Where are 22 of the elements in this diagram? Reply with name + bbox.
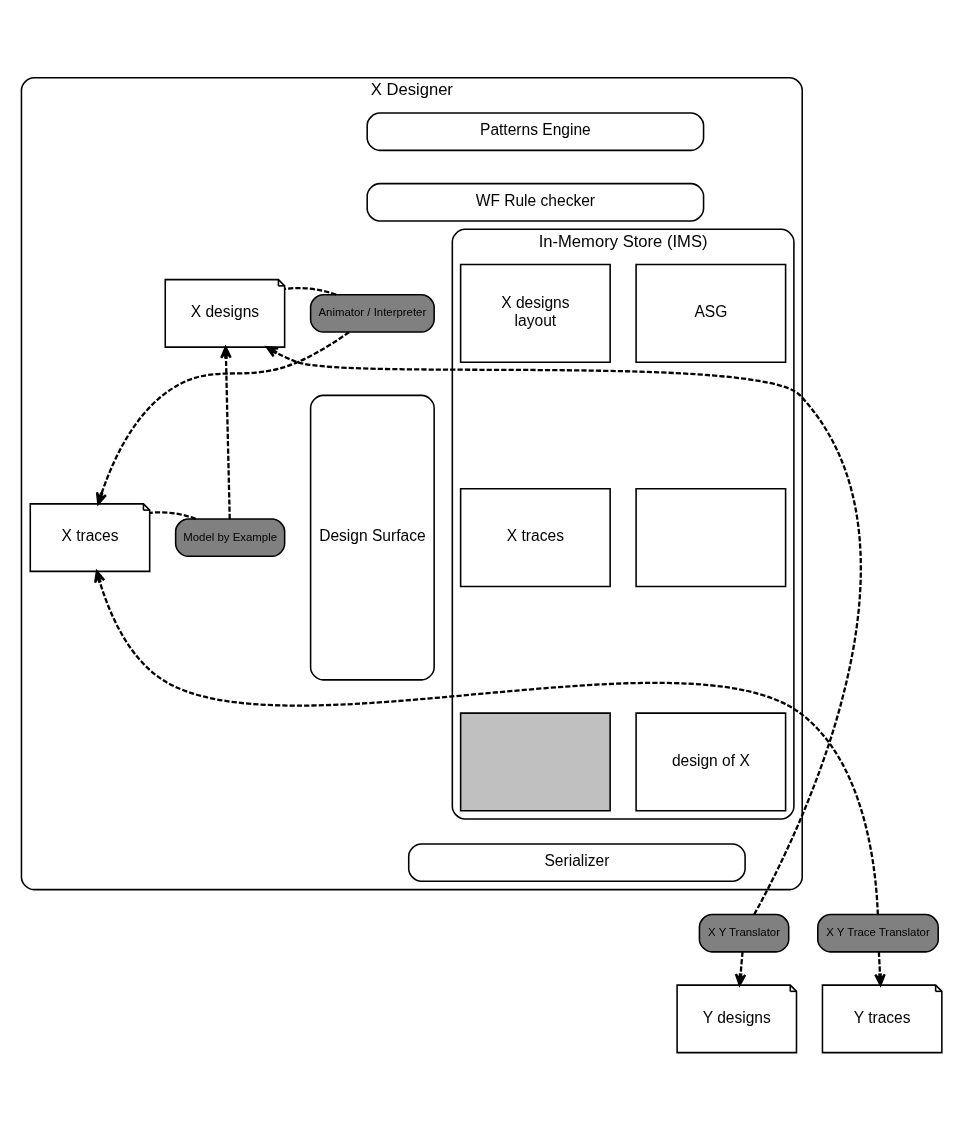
node-box [459, 711, 611, 811]
connector [284, 286, 336, 296]
node-box: ASG [634, 263, 786, 363]
node-box [634, 487, 786, 587]
node-box: X Y Trace Translator [816, 913, 939, 953]
node-box: WF Rule checker [365, 182, 704, 222]
node-box: Patterns Engine [365, 111, 704, 151]
node-box: Design Surface [309, 394, 435, 681]
node-box: design of X [634, 711, 786, 811]
node-box: Serializer [407, 842, 746, 882]
arrow [93, 569, 879, 915]
node-box: X traces [459, 487, 611, 587]
node-box: X designs layout [459, 263, 611, 363]
connector [149, 510, 196, 520]
arrow [95, 330, 350, 505]
arrow [873, 951, 886, 986]
arrow [219, 345, 232, 519]
arrow [265, 345, 862, 915]
arrow [734, 951, 746, 986]
node-box: X Y Translator [698, 913, 789, 953]
node-box: Model by Example [174, 517, 285, 557]
node-box: Animator / Interpreter [309, 293, 435, 333]
